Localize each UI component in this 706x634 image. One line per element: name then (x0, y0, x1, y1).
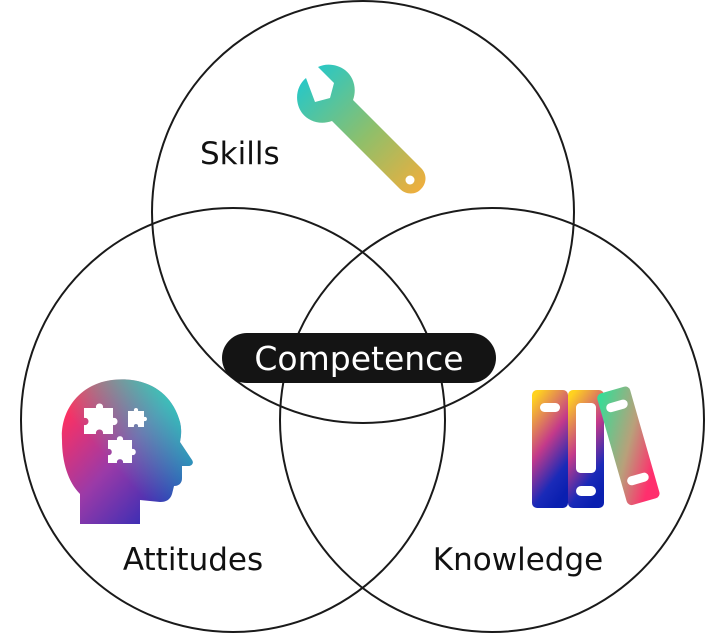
knowledge-label: Knowledge (433, 542, 603, 578)
competence-badge: Competence (222, 333, 496, 383)
skills-label: Skills (200, 136, 280, 172)
attitudes-circle (20, 207, 446, 633)
head-puzzle-icon (61, 379, 193, 524)
competence-label: Competence (254, 339, 463, 378)
knowledge-circle (279, 207, 705, 633)
skills-circle (151, 0, 575, 424)
wrench-icon (297, 64, 426, 194)
attitudes-label: Attitudes (123, 542, 263, 578)
binders-icon (532, 386, 660, 508)
